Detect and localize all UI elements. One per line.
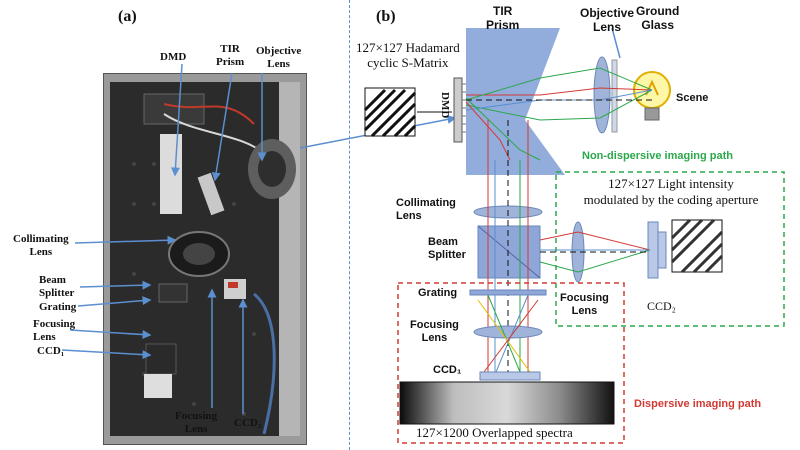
photo-ccd1-label: CCD₁ [37,345,65,357]
panel-a-label: (a) [118,8,137,25]
ccd1-label: CCD₁ [433,364,462,376]
spectra-image [399,381,615,425]
grating-element [469,289,547,296]
dispersive-box [397,282,625,444]
scene-bulb [633,71,671,121]
photo-drawing [104,74,306,444]
dmd-label: DMD [439,92,451,119]
panel-b-label: (b) [376,8,396,25]
hadamard-pattern [363,87,417,138]
non-dispersive-label: Non-dispersive imaging path [582,150,733,162]
ground-glass [611,59,618,133]
non-dispersive-box [555,171,785,327]
ccd1-sensor [479,371,541,381]
ccd2-label: CCD₂ [647,299,676,313]
photo-grating-label: Grating [39,301,77,313]
instrument-photo [103,73,307,445]
ccd2-image [670,218,724,274]
focusing-lens-left [473,325,543,339]
objective-lens [593,56,611,134]
photo-dmd-label: DMD [160,51,187,63]
dispersive-label: Dispersive imaging path [634,398,762,410]
panel-divider [349,0,350,450]
grating-label: Grating [418,287,458,299]
dmd-mirror [453,77,463,143]
spectra-label: 127×1200 Overlapped spectra [416,425,573,440]
scene-label: Scene [676,92,709,104]
photo-ccd2-label: CCD₂ [234,417,262,429]
tir-prism [466,28,565,175]
